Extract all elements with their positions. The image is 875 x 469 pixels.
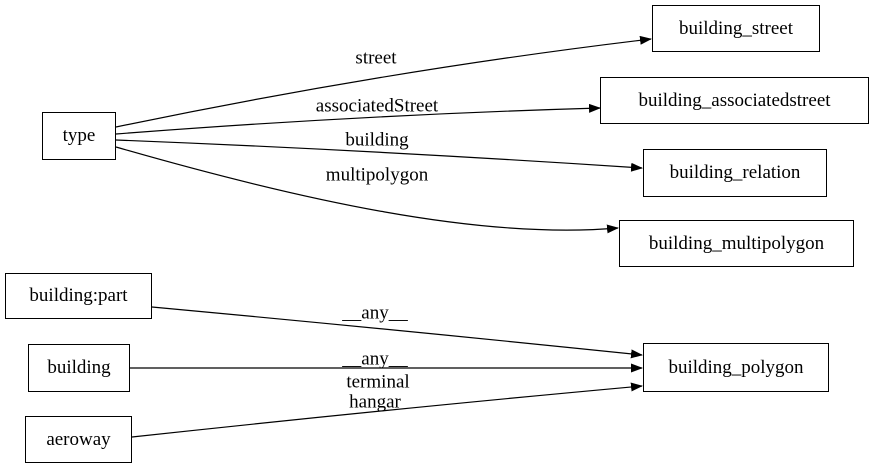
edge-type-building-associatedstreet <box>115 103 601 135</box>
node-building-relation: building_relation <box>643 149 827 197</box>
node-building-associatedstreet: building_associatedstreet <box>600 77 869 124</box>
edge-label-hangar: hangar <box>349 391 401 413</box>
edge-label-building: building <box>345 129 409 151</box>
edge-label-terminal: terminal <box>346 371 410 393</box>
node-building-polygon: building_polygon <box>643 343 829 392</box>
edge-type-building-relation <box>115 139 643 172</box>
edge-type-building-multipolygon <box>115 146 619 234</box>
node-building-multipolygon: building_multipolygon <box>619 220 854 267</box>
edge-label-street: street <box>355 47 397 69</box>
node-building-part: building:part <box>5 273 152 319</box>
edge-label-multipolygon: multipolygon <box>325 164 429 186</box>
node-type: type <box>42 112 116 160</box>
edge-buildingpart-building-polygon <box>151 306 643 359</box>
edge-label-any-building: __any__ <box>342 348 408 370</box>
node-aeroway: aeroway <box>25 416 132 463</box>
edge-aeroway-building-polygon <box>131 382 643 438</box>
edge-type-building-street <box>115 35 652 128</box>
node-building: building <box>28 344 130 392</box>
edge-label-associatedstreet: associatedStreet <box>315 95 439 117</box>
edge-label-any-buildingpart: __any__ <box>342 302 408 324</box>
node-building-street: building_street <box>652 5 820 52</box>
